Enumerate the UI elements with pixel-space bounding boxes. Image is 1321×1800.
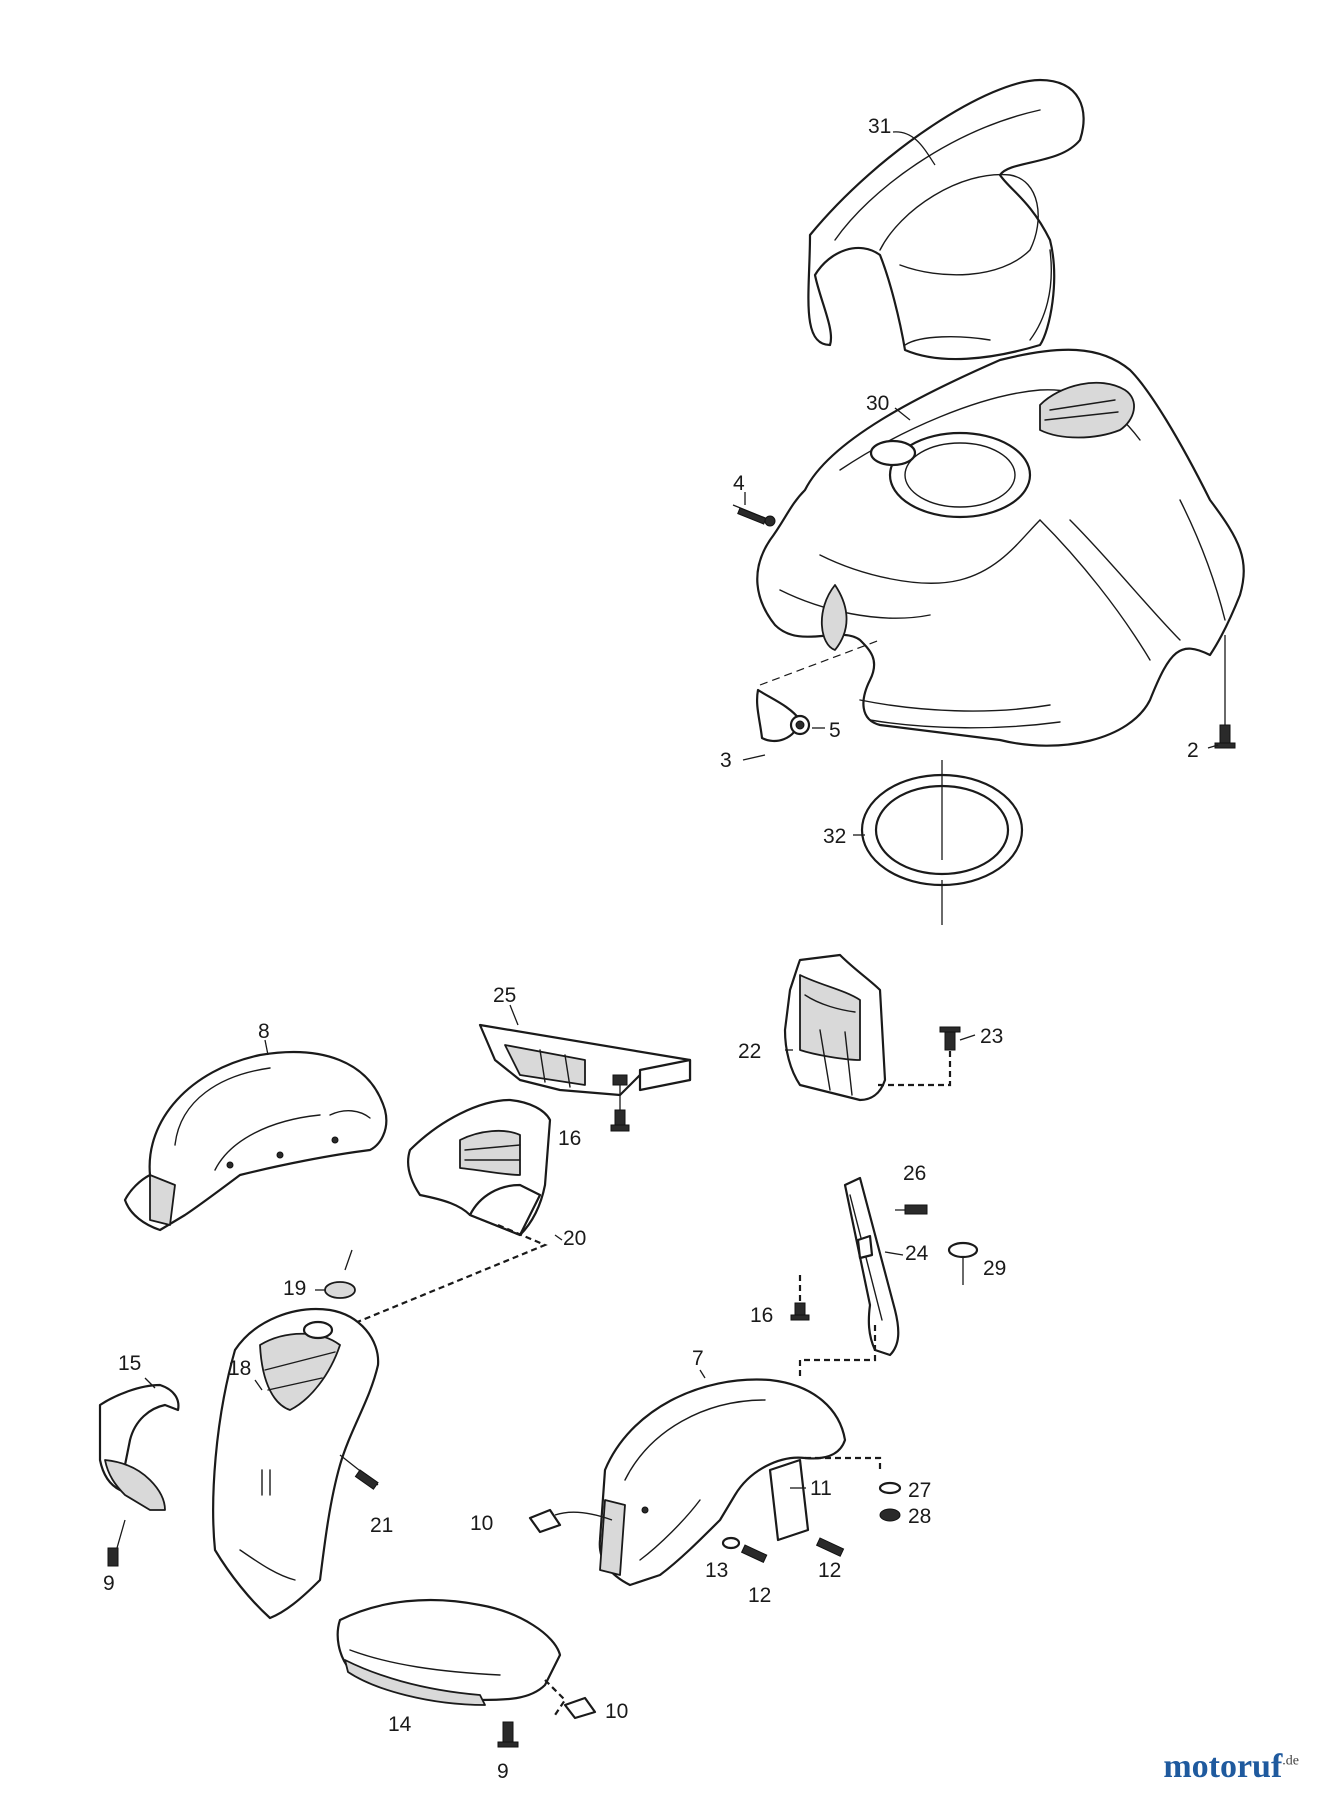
callout-21: 21 [370, 1514, 393, 1537]
part-28-nut [879, 1508, 901, 1522]
callout-2: 2 [1187, 739, 1199, 762]
callout-25: 25 [493, 984, 516, 1007]
callout-20: 20 [563, 1227, 586, 1250]
callout-32: 32 [823, 825, 846, 848]
part-11-bracket [768, 1458, 810, 1542]
callout-30: 30 [866, 392, 889, 415]
part-4-screw [732, 504, 776, 527]
part-9-screw-b [497, 1721, 519, 1748]
callout-22: 22 [738, 1040, 761, 1063]
part-5-washer [789, 714, 811, 736]
part-15-trim [98, 1383, 180, 1567]
part-30-hood [756, 348, 1245, 747]
callout-5: 5 [829, 719, 841, 742]
part-18-side-panel [212, 1308, 380, 1620]
part-22-shroud [783, 953, 887, 1102]
part-20-bracket [349, 1098, 552, 1327]
callout-18: 18 [228, 1357, 251, 1380]
callout-29: 29 [983, 1257, 1006, 1280]
part-10-clip-b [563, 1696, 597, 1720]
watermark-name: motoruf [1163, 1748, 1283, 1785]
part-25-grille [478, 1023, 692, 1097]
callout-19: 19 [283, 1277, 306, 1300]
callout-10-b: 10 [605, 1700, 628, 1723]
callout-14: 14 [388, 1713, 412, 1736]
part-29-knob [947, 1241, 979, 1285]
callout-31: 31 [868, 115, 891, 138]
callout-3: 3 [720, 749, 732, 772]
part-14-skirt [336, 1598, 567, 1716]
callout-15: 15 [118, 1352, 141, 1375]
callout-9-a: 9 [103, 1572, 115, 1595]
part-10-clip-a [528, 1508, 613, 1534]
callout-7: 7 [692, 1347, 704, 1370]
part-27-washer [878, 1481, 902, 1495]
part-8-fender [123, 1051, 388, 1232]
callout-23: 23 [980, 1025, 1003, 1048]
part-2-screw [1214, 635, 1236, 749]
callout-12-b: 12 [748, 1584, 771, 1607]
motoruf-watermark: motoruf.de [1163, 1748, 1299, 1786]
callout-24: 24 [905, 1242, 929, 1265]
callout-leaders [144, 131, 1219, 1489]
part-31-top-cover [807, 78, 1085, 361]
part-3-latch [755, 639, 881, 743]
callout-9-b: 9 [497, 1760, 509, 1783]
part-26-screw [895, 1204, 928, 1215]
part-32-ring [860, 760, 1024, 925]
callout-27: 27 [908, 1479, 931, 1502]
callout-26: 26 [903, 1162, 926, 1185]
part-23-screw [878, 1026, 961, 1087]
part-21-screw [339, 1454, 379, 1490]
callout-12-a: 12 [818, 1559, 841, 1582]
callout-28: 28 [908, 1505, 931, 1528]
part-7-fender [598, 1378, 882, 1587]
callout-16-b: 16 [750, 1304, 773, 1327]
part-16-screw-b [790, 1275, 810, 1321]
callout-16-a: 16 [558, 1127, 581, 1150]
callout-10-a: 10 [470, 1512, 493, 1535]
callout-13: 13 [705, 1559, 728, 1582]
part-13-washer [721, 1536, 741, 1550]
part-16-screw-a [610, 1085, 630, 1132]
watermark-suffix: .de [1282, 1753, 1299, 1769]
callout-11: 11 [810, 1477, 832, 1500]
part-24-strut [798, 1176, 900, 1378]
callout-4: 4 [733, 472, 745, 495]
callout-8: 8 [258, 1020, 270, 1043]
part-12-bolt-b [740, 1544, 768, 1564]
part-12-bolt-a [815, 1537, 845, 1557]
part-19-cap [324, 1249, 356, 1299]
callout-labels: 31 30 4 5 3 2 32 25 16 22 23 8 26 20 24 … [103, 115, 1199, 1783]
